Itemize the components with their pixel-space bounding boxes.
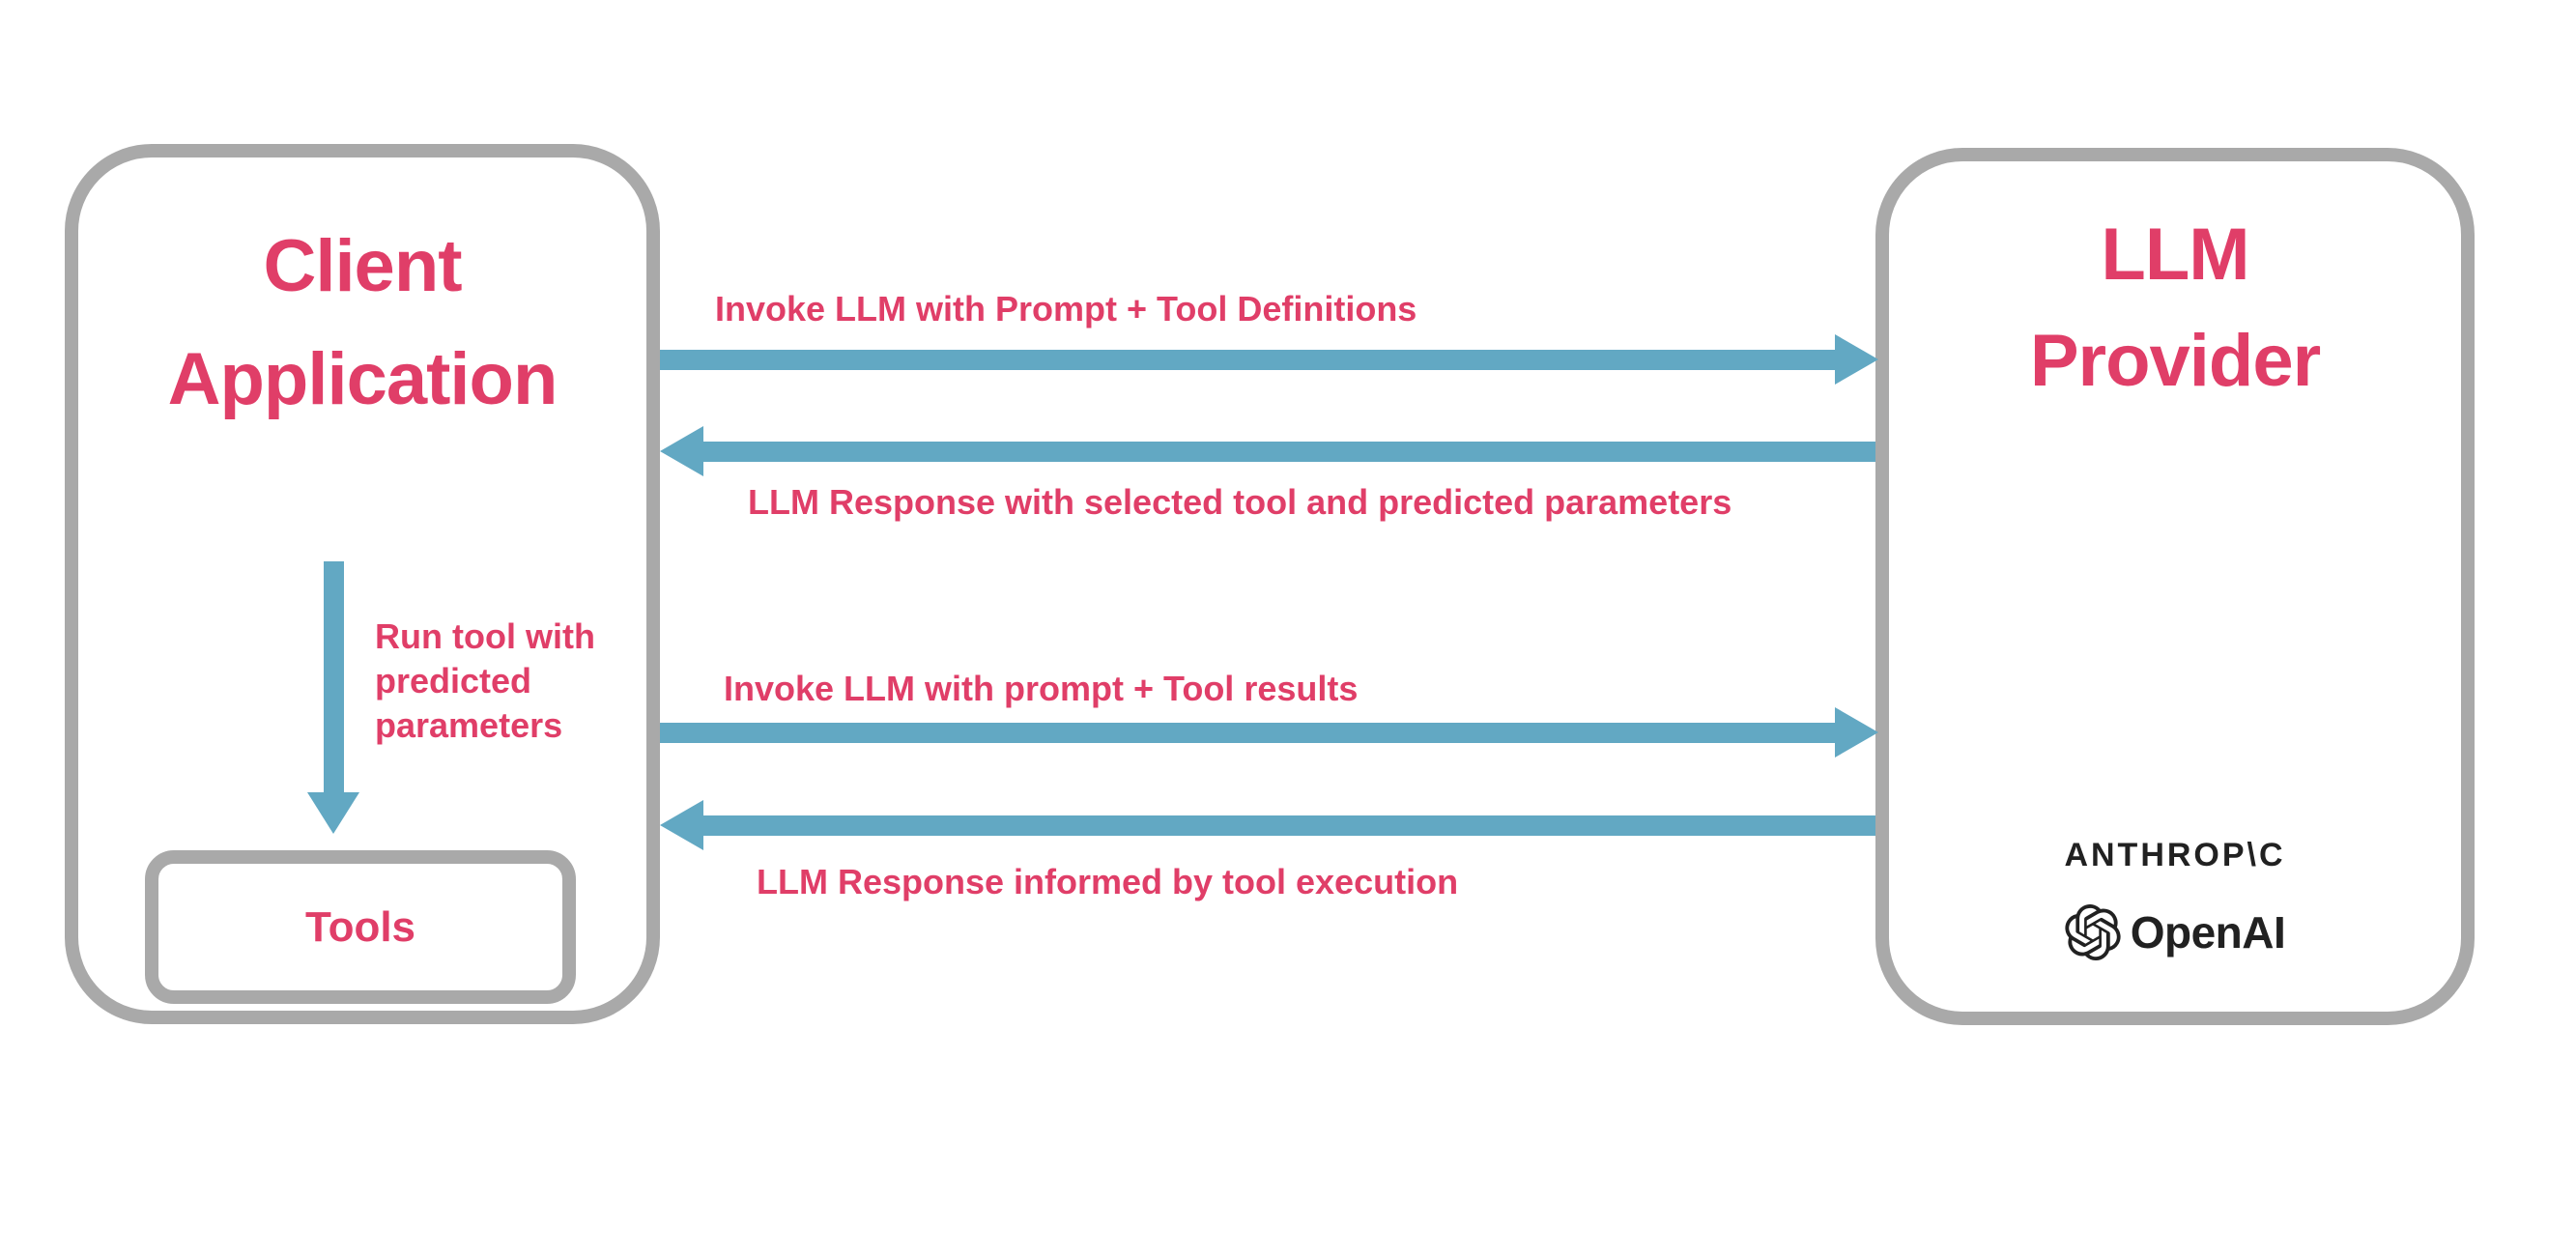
run-tool-label: Run tool with predicted parameters <box>375 616 595 745</box>
tools-box: Tools <box>145 850 576 1004</box>
arrow-right-head-icon <box>1835 707 1878 758</box>
arrow-left-head-icon <box>660 800 703 850</box>
arrow-llm-response-tool-execution <box>660 800 1875 850</box>
arrow-shaft <box>703 441 1875 462</box>
llm-provider-title: LLM Provider <box>1875 202 2475 415</box>
client-title-line1: Client <box>263 225 462 307</box>
arrow-invoke-llm-tool-results <box>660 707 1878 758</box>
arrow-shaft <box>660 722 1835 743</box>
client-application-box: Tools <box>65 144 660 1024</box>
openai-wordmark: OpenAI <box>2130 907 2286 958</box>
arrow-label-1: Invoke LLM with Prompt + Tool Definition… <box>715 289 1417 329</box>
arrow-left-head-icon <box>660 426 703 476</box>
client-title-line2: Application <box>167 338 558 420</box>
tools-label: Tools <box>304 902 416 951</box>
run-tool-arrow-head-icon <box>307 792 359 834</box>
provider-title-line2: Provider <box>2029 320 2321 402</box>
arrow-invoke-llm-definitions <box>660 334 1878 385</box>
openai-knot-icon <box>2065 904 2121 960</box>
client-application-title: Client Application <box>65 210 660 436</box>
run-tool-arrow-shaft <box>324 561 344 792</box>
arrow-shaft <box>660 349 1835 370</box>
arrow-label-3: Invoke LLM with prompt + Tool results <box>724 669 1359 708</box>
openai-logo: OpenAI <box>1875 904 2475 960</box>
arrow-right-head-icon <box>1835 334 1878 385</box>
arrow-label-2: LLM Response with selected tool and pred… <box>748 482 1732 522</box>
arrow-llm-response-selected-tool <box>660 426 1875 476</box>
arrow-label-4: LLM Response informed by tool execution <box>757 862 1459 901</box>
llm-provider-box <box>1875 148 2475 1025</box>
arrow-shaft <box>703 815 1875 836</box>
provider-title-line1: LLM <box>2101 214 2249 296</box>
anthropic-logo: ANTHROP\C <box>2064 837 2286 873</box>
